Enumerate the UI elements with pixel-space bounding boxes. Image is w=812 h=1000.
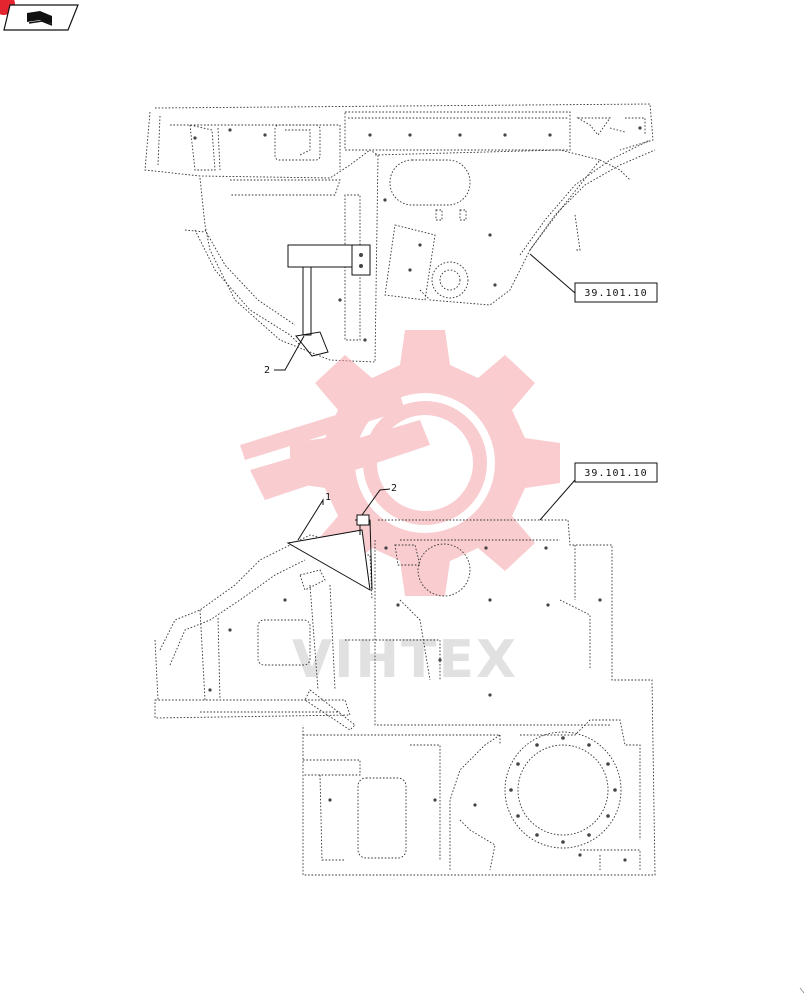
lower-highlight-part bbox=[286, 514, 373, 591]
lower-view: 1 2 39.101.10 bbox=[154, 462, 658, 876]
book-hand-icon bbox=[27, 11, 53, 26]
callout-label: 1 bbox=[325, 492, 331, 503]
callout-1-lower[interactable]: 1 bbox=[297, 492, 331, 541]
watermark-text: VIHTEX bbox=[292, 630, 518, 690]
watermark-logo: VIHTEX bbox=[240, 330, 560, 690]
callout-label: 2 bbox=[391, 483, 397, 494]
page-corner-mark bbox=[799, 987, 805, 994]
upper-view: 2 39.101.10 bbox=[144, 103, 658, 376]
reference-tag-lower[interactable]: 39.101.10 bbox=[539, 462, 658, 521]
upper-highlight-part bbox=[287, 244, 371, 357]
reference-label: 39.101.10 bbox=[584, 468, 647, 479]
callout-2-upper[interactable]: 2 bbox=[264, 335, 305, 376]
reference-label: 39.101.10 bbox=[584, 288, 647, 299]
header-badge[interactable] bbox=[0, 0, 79, 31]
callout-label: 2 bbox=[264, 365, 270, 376]
reference-tag-upper[interactable]: 39.101.10 bbox=[529, 253, 658, 303]
callout-2-lower[interactable]: 2 bbox=[361, 483, 397, 516]
wrench-icon bbox=[240, 395, 430, 500]
